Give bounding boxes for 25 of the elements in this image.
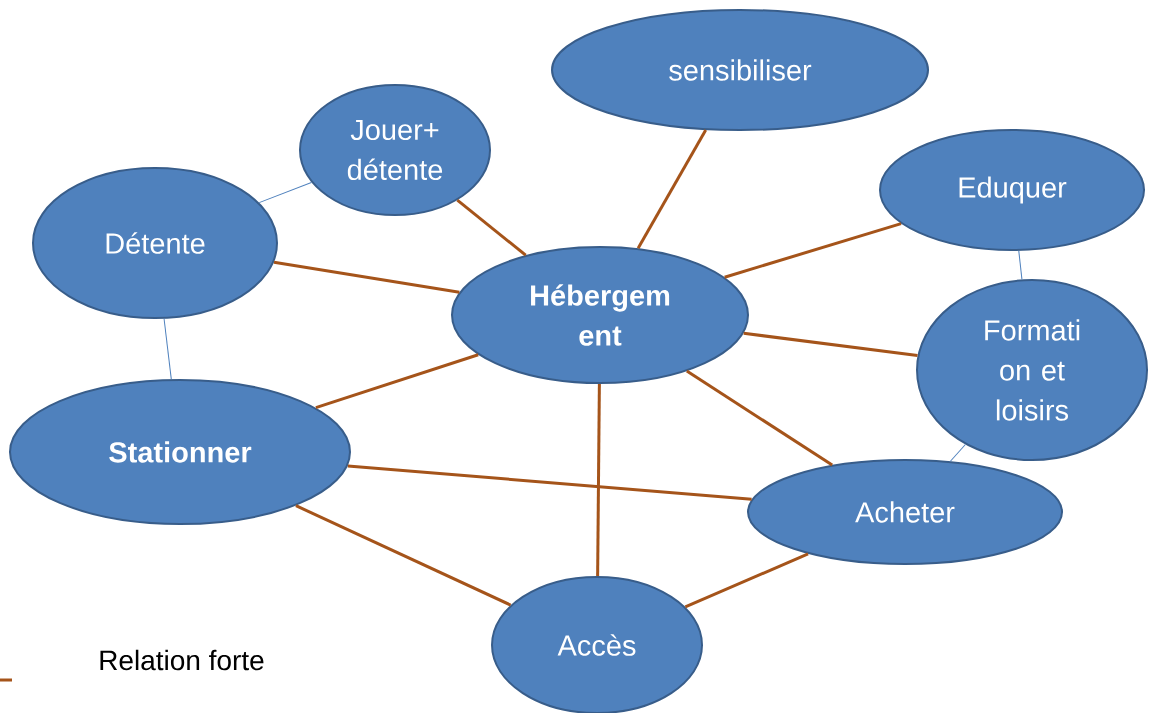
ellipse-node: Eduquer bbox=[879, 129, 1145, 251]
connector-line bbox=[636, 129, 708, 250]
connector-line bbox=[684, 552, 809, 609]
legend-text: Relation forte bbox=[100, 649, 264, 671]
connector-line bbox=[347, 464, 752, 501]
ellipse-node: Stationner bbox=[9, 379, 351, 525]
connector-line bbox=[949, 444, 966, 462]
ellipse-node: Hébergem ent bbox=[451, 246, 749, 384]
connector-line bbox=[295, 504, 512, 607]
connector-line bbox=[258, 181, 312, 204]
connector-line bbox=[163, 318, 172, 380]
connector-line bbox=[686, 369, 833, 467]
connector-line bbox=[315, 353, 479, 410]
connector-line bbox=[743, 331, 918, 357]
ellipse-node: Formati on et loisirs bbox=[916, 279, 1148, 461]
ellipse-node: Acheter bbox=[747, 459, 1063, 565]
connector-line bbox=[273, 260, 460, 294]
connector-line bbox=[1018, 250, 1023, 280]
ellipse-node: Détente bbox=[32, 167, 278, 319]
ellipse-node: sensibiliser bbox=[551, 9, 929, 131]
connector-line bbox=[596, 384, 601, 577]
ellipse-node: Jouer+ détente bbox=[299, 84, 491, 216]
connector-line bbox=[724, 222, 902, 279]
connector-line bbox=[456, 199, 527, 257]
ellipse-node: Accès bbox=[491, 576, 703, 713]
